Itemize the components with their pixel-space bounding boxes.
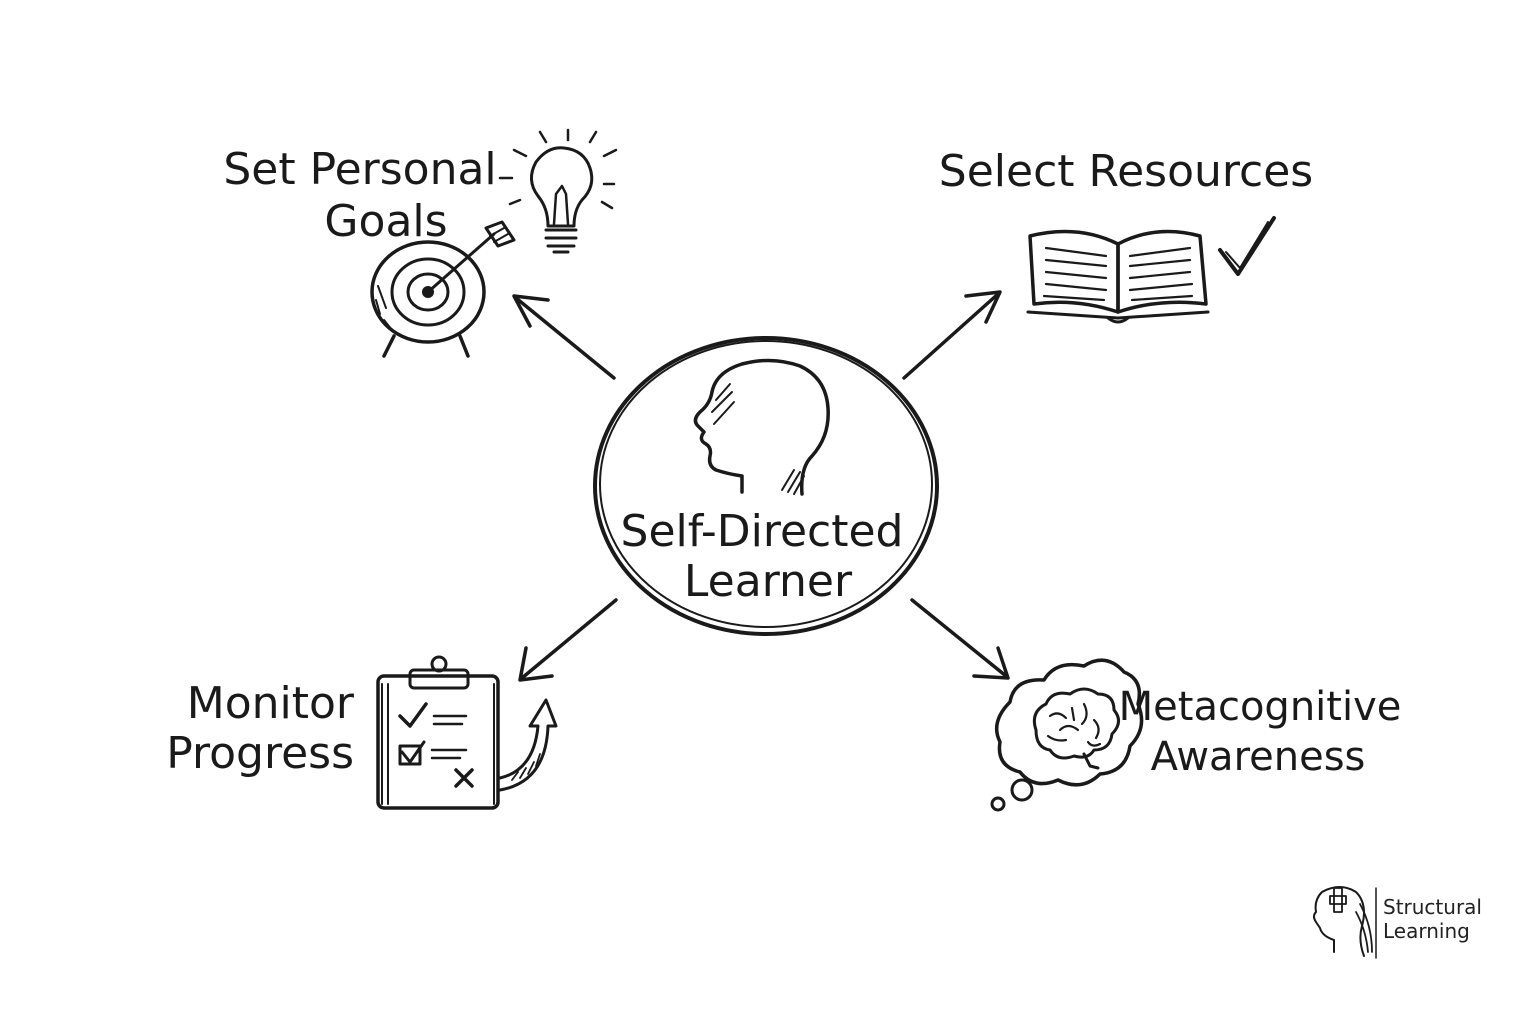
target-icon xyxy=(370,220,516,358)
checkmark-icon xyxy=(1218,216,1276,276)
metacognition-label-line1: Metacognitive xyxy=(1119,684,1402,730)
progress-label-line2: Progress xyxy=(166,728,354,779)
node-set-personal-goals: Set Personal Goals xyxy=(223,128,618,358)
arrow-to-metacognition xyxy=(910,598,1010,680)
brand-name-line2: Learning xyxy=(1383,919,1470,943)
head-profile-icon xyxy=(693,358,830,496)
brand-head-icon xyxy=(1313,886,1373,957)
resources-label: Select Resources xyxy=(939,146,1313,197)
brand-logo: Structural Learning xyxy=(1313,886,1482,959)
node-select-resources: Select Resources xyxy=(939,146,1313,324)
upward-arrow-icon xyxy=(498,698,558,792)
metacognition-label-line2: Awareness xyxy=(1151,734,1366,780)
brain-icon xyxy=(1032,687,1120,770)
clipboard-icon xyxy=(376,655,500,810)
center-title-line1: Self-Directed xyxy=(621,506,904,557)
node-monitor-progress: Monitor Progress xyxy=(166,655,558,810)
thought-bubble-icon xyxy=(990,658,1144,812)
progress-label-line1: Monitor xyxy=(187,678,355,729)
arrow-to-goals xyxy=(512,294,616,380)
arrow-to-resources xyxy=(902,290,1002,380)
center-title-line2: Learner xyxy=(684,556,853,607)
arrow-to-progress xyxy=(518,598,618,682)
node-metacognitive-awareness: Metacognitive Awareness xyxy=(990,658,1402,812)
open-book-icon xyxy=(1026,229,1210,324)
goals-label-line2: Goals xyxy=(324,196,447,247)
goals-label-line1: Set Personal xyxy=(223,144,496,195)
brand-name-line1: Structural xyxy=(1383,895,1482,919)
center-node: Self-Directed Learner xyxy=(593,336,939,636)
lightbulb-icon xyxy=(498,128,618,254)
